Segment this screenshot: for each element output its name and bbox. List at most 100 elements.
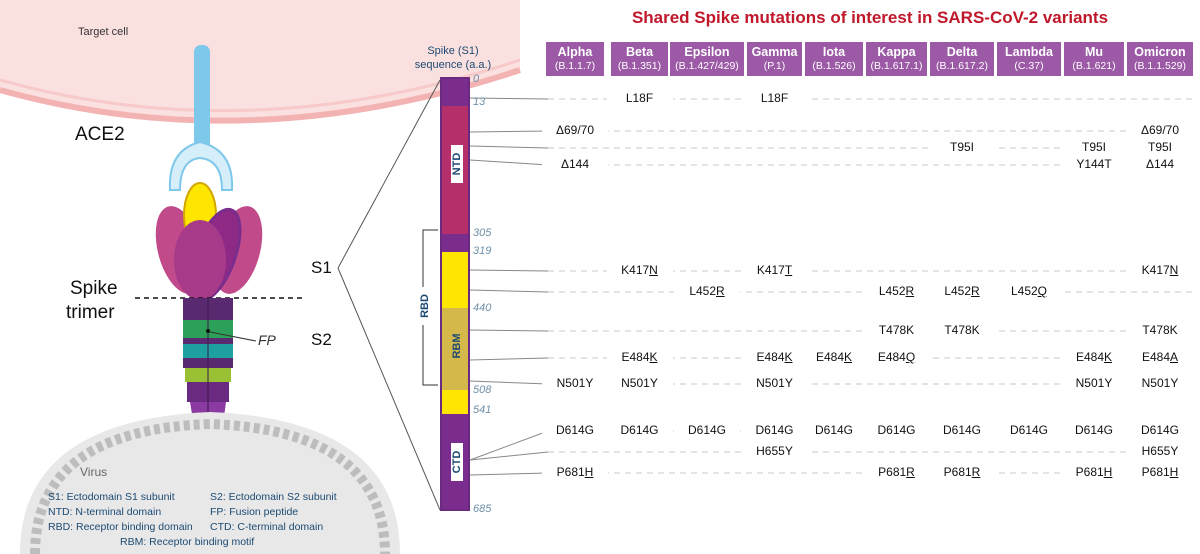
mutation-cell: P681R	[929, 465, 995, 479]
mutation-cell: D614G	[606, 423, 673, 437]
variant-name: Gamma	[751, 45, 798, 59]
variant-header-gamma: Gamma(P.1)	[747, 42, 802, 76]
tick-685: 685	[473, 503, 492, 515]
variant-name: Mu	[1084, 45, 1104, 59]
variant-lineage: (B.1.1.7)	[554, 60, 596, 72]
bar-rbd-lower	[441, 390, 469, 414]
mutation-cell: N501Y	[542, 376, 608, 390]
mutation-cell: E484A	[1127, 350, 1193, 364]
rbd-label: RBD	[419, 287, 431, 325]
mutation-cell: D614G	[542, 423, 608, 437]
mutation-cell: N501Y	[1127, 376, 1193, 390]
mutation-cell: E484Q	[863, 350, 930, 364]
s1-label: S1	[311, 258, 332, 277]
legend-rbd: RBD: Receptor binding domain	[48, 521, 193, 533]
tick-0: 0	[473, 73, 480, 85]
mutation-cell: T95I	[1061, 140, 1127, 154]
variant-lineage: (B.1.621)	[1072, 60, 1116, 72]
mutation-cell: L18F	[741, 91, 808, 105]
variant-header-beta: Beta(B.1.351)	[611, 42, 668, 76]
mutation-leader	[469, 430, 549, 461]
variant-header-epsilon: Epsilon(B.1.427/429)	[670, 42, 744, 76]
rbm-label: RBM	[451, 333, 463, 359]
tick-305: 305	[473, 227, 492, 239]
mutation-cell: N501Y	[606, 376, 673, 390]
variant-name: Iota	[822, 45, 846, 59]
mutation-cell: E484K	[1061, 350, 1127, 364]
mutation-cell: T95I	[1127, 140, 1193, 154]
mutation-cell: E484K	[741, 350, 808, 364]
fp-label: FP	[258, 332, 276, 348]
variant-name: Delta	[946, 45, 978, 59]
variant-lineage: (B.1.427/429)	[675, 60, 739, 72]
mutation-cell: D614G	[801, 423, 867, 437]
mutation-cell: Δ69/70	[542, 123, 608, 137]
mutation-cell: P681H	[542, 465, 608, 479]
variant-name: Alpha	[557, 45, 593, 59]
variant-lineage: (B.1.617.2)	[936, 60, 988, 72]
ntd-label: NTD	[451, 145, 463, 183]
legend-ntd: NTD: N-terminal domain	[48, 506, 162, 518]
mutation-cell: P681R	[863, 465, 930, 479]
mutation-cell: N501Y	[741, 376, 808, 390]
mutation-leader	[469, 357, 549, 361]
legend-s1: S1: Ectodomain S1 subunit	[48, 491, 175, 503]
variant-header-lambda: Lambda(C.37)	[997, 42, 1061, 76]
variant-name: Epsilon	[684, 45, 730, 59]
tick-541: 541	[473, 404, 492, 416]
spike-trimer-label-2: trimer	[66, 302, 115, 323]
mutation-cell: D614G	[863, 423, 930, 437]
mutation-cell: H655Y	[1127, 444, 1193, 458]
ace2-stalk	[194, 45, 210, 150]
tick-440: 440	[473, 302, 492, 314]
mutation-cell: L452R	[929, 284, 995, 298]
mutation-cell: Δ69/70	[1127, 123, 1193, 137]
mutation-cell: L452R	[863, 284, 930, 298]
legend-ctd: CTD: C-terminal domain	[210, 521, 324, 533]
mutation-cell: K417N	[606, 263, 673, 277]
virus-membrane-edge	[30, 418, 390, 554]
variant-lineage: (B.1.617.1)	[870, 60, 923, 72]
variant-header-kappa: Kappa(B.1.617.1)	[866, 42, 927, 76]
mutation-cell: P681H	[1127, 465, 1193, 479]
mutation-cell: T478K	[1127, 323, 1193, 337]
legend-rbm: RBM: Receptor binding motif	[120, 536, 255, 548]
mutation-cell: Δ144	[542, 157, 608, 171]
mutation-leader	[469, 97, 549, 100]
mutation-cell: Δ144	[1127, 157, 1193, 171]
variant-header-mu: Mu(B.1.621)	[1064, 42, 1124, 76]
mutation-cell: D614G	[929, 423, 995, 437]
variant-lineage: (B.1.526)	[812, 60, 856, 72]
mutation-cell: D614G	[674, 423, 740, 437]
variant-header-delta: Delta(B.1.617.2)	[930, 42, 994, 76]
mutation-cell: T478K	[929, 323, 995, 337]
variant-lineage: (B.1.1.529)	[1134, 60, 1186, 72]
mutation-cell: D614G	[1061, 423, 1127, 437]
variant-name: Omicron	[1134, 45, 1186, 59]
mutation-cell: T478K	[863, 323, 930, 337]
mutation-cell: H655Y	[741, 444, 808, 458]
chart-title: Shared Spike mutations of interest in SA…	[631, 8, 1109, 27]
mutation-leader	[469, 472, 549, 476]
mutation-cell: N501Y	[1061, 376, 1127, 390]
mutation-cell: D614G	[996, 423, 1062, 437]
mutation-leader	[469, 159, 549, 166]
variant-name: Kappa	[877, 45, 916, 59]
sequence-header-line-2: sequence (a.a.)	[414, 59, 492, 71]
mutation-leader	[469, 269, 549, 272]
bar-rbm	[441, 308, 469, 390]
target-cell-label: Target cell	[78, 26, 129, 38]
tick-319: 319	[473, 245, 492, 257]
target-cell-membrane	[0, 0, 520, 121]
bar-n-terminal	[441, 78, 469, 106]
mutation-cell: D614G	[741, 423, 808, 437]
sequence-header-line-1: Spike (S1)	[427, 45, 479, 57]
mutation-cell: T95I	[929, 140, 995, 154]
fusion-peptide-marker	[206, 329, 210, 333]
mutation-cell: D614G	[1127, 423, 1193, 437]
mutation-cell: E484K	[606, 350, 673, 364]
legend-fp: FP: Fusion peptide	[210, 506, 299, 518]
mutation-leader	[469, 130, 549, 133]
